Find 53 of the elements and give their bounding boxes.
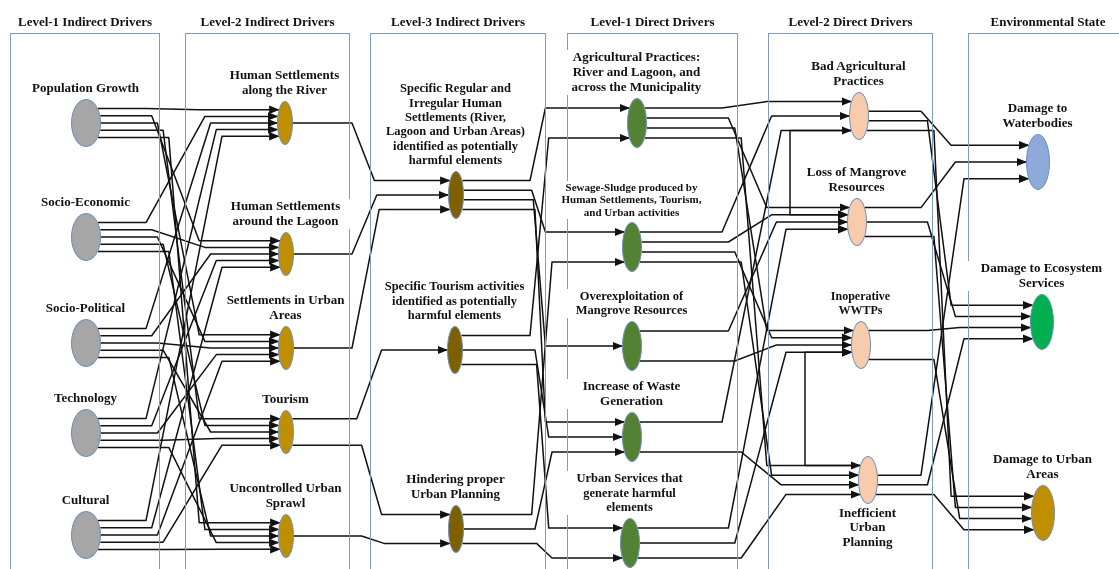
node-label: Human Settlements along the River: [229, 67, 340, 98]
arrow: [100, 236, 280, 346]
arrow: [875, 493, 1035, 534]
arrow: [866, 221, 1032, 321]
arrow: [293, 535, 451, 548]
arrow: [639, 451, 860, 489]
column-heading: Level-2 Direct Drivers: [787, 14, 914, 30]
arrow: [463, 189, 626, 237]
arrow: [460, 133, 631, 337]
arrow: [99, 229, 280, 252]
arrow: [639, 111, 851, 233]
arrow: [868, 120, 1034, 310]
arrow: [97, 545, 281, 554]
arrow: [100, 342, 280, 353]
arrow: [97, 112, 279, 224]
arrow: [461, 103, 631, 182]
arrow: [293, 190, 450, 255]
arrow: [99, 115, 281, 245]
column-heading: Environmental State: [989, 14, 1107, 30]
arrow: [291, 444, 451, 519]
arrow: [291, 345, 449, 420]
arrow: [463, 447, 626, 530]
arrow: [463, 199, 624, 351]
column-heading: Level-1 Direct Drivers: [589, 14, 716, 30]
arrow: [292, 122, 451, 185]
arrow: [293, 205, 451, 349]
arrow: [639, 261, 860, 480]
arrow: [868, 358, 1033, 523]
arrow: [99, 249, 280, 337]
arrow: [97, 105, 280, 114]
column-heading: Level-3 Indirect Drivers: [389, 14, 527, 30]
column-heading: Level-2 Indirect Drivers: [199, 14, 336, 30]
arrow: [461, 542, 624, 563]
arrow: [877, 334, 1034, 486]
arrow: [461, 257, 626, 516]
arrow: [639, 217, 849, 332]
arrow: [639, 126, 853, 423]
arrow: [99, 434, 280, 443]
arrow: [866, 129, 1035, 501]
arrow: [461, 208, 626, 427]
arrow: [637, 490, 862, 559]
arrow: [864, 157, 1028, 209]
arrow: [641, 251, 853, 342]
node-label: Population Growth: [30, 80, 141, 96]
arrow: [868, 110, 1030, 150]
arrow: [868, 323, 1032, 332]
arrow: [460, 363, 624, 533]
arrow: [639, 340, 853, 362]
arrow: [462, 349, 624, 442]
arrow: [864, 235, 1033, 512]
column-heading: Level-1 Indirect Drivers: [16, 14, 154, 30]
arrow: [877, 174, 1030, 476]
arrow: [637, 225, 849, 529]
